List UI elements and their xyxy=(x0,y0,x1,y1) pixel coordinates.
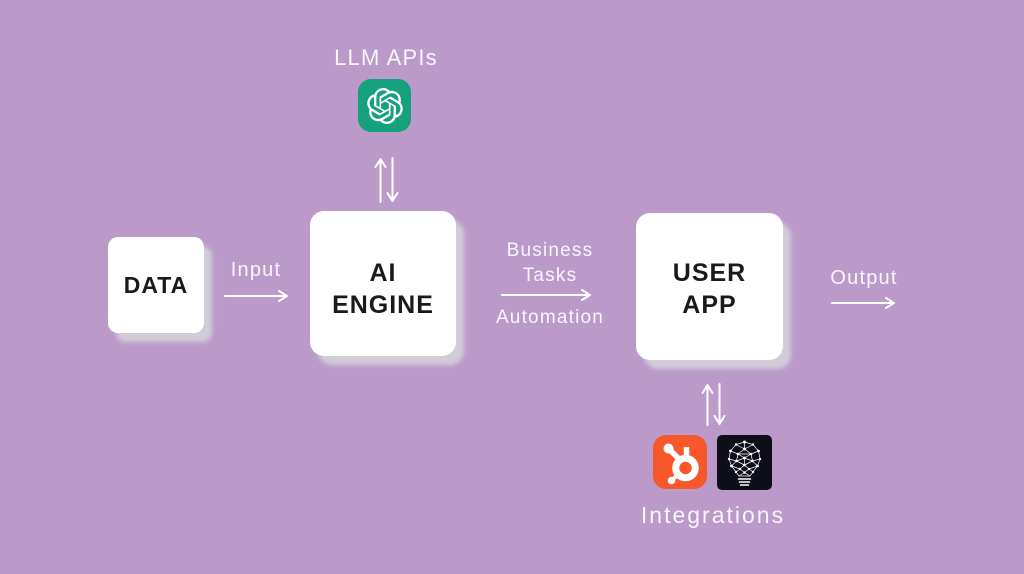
user-app-label-line2: APP xyxy=(682,290,737,319)
hubspot-sprocket-glyph xyxy=(663,443,699,485)
input-label: Input xyxy=(230,259,282,281)
userapp-integrations-bidirectional-arrow xyxy=(701,383,726,426)
automation-label: Automation xyxy=(495,307,605,328)
openai-knot-glyph xyxy=(366,87,403,124)
business-tasks-label: Business Tasks xyxy=(493,239,607,288)
business-tasks-line2: Tasks xyxy=(522,264,578,286)
input-arrow xyxy=(224,290,288,302)
user-app-label-line1: USER xyxy=(672,259,747,288)
llm-apis-label: LLM APIs xyxy=(334,45,438,70)
ai-engine-label-line2: ENGINE xyxy=(332,290,434,319)
ai-engine-label-line1: AI xyxy=(369,259,397,288)
user-app-node: USER APP xyxy=(636,213,783,360)
output-label: Output xyxy=(830,267,898,289)
business-tasks-line1: Business xyxy=(506,240,594,261)
llm-aiengine-bidirectional-arrow xyxy=(374,157,399,203)
data-node-label: DATA xyxy=(123,271,189,298)
openai-icon xyxy=(358,79,411,132)
output-arrow xyxy=(831,297,895,309)
ai-engine-node: AI ENGINE xyxy=(310,211,456,356)
business-tasks-arrow xyxy=(501,289,591,301)
neural-lightbulb-glyph xyxy=(727,440,762,486)
data-node: DATA xyxy=(108,237,204,333)
integrations-label: Integrations xyxy=(640,502,786,528)
neural-lightbulb-icon xyxy=(717,435,772,490)
hubspot-icon xyxy=(653,435,707,489)
